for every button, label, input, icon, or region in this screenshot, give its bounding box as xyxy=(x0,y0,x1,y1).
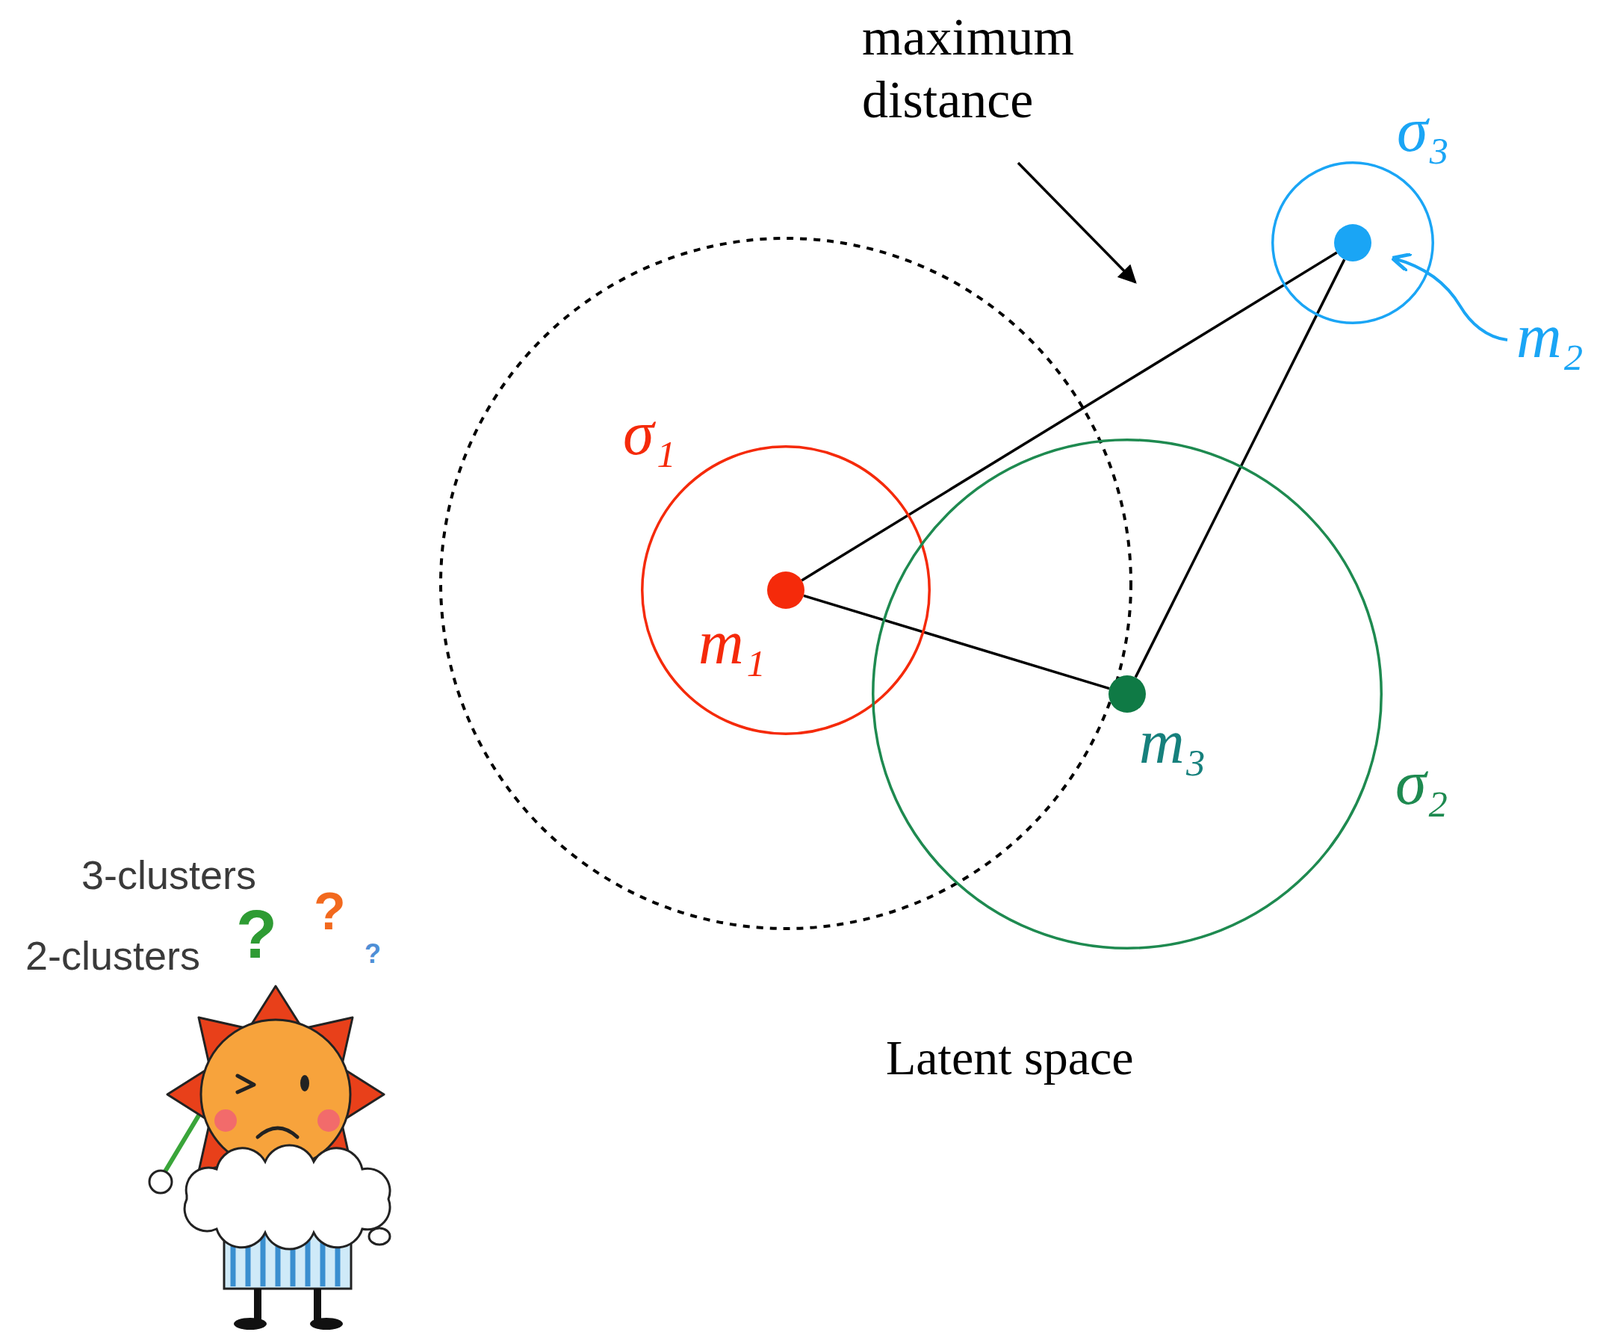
sun-face xyxy=(200,1019,351,1170)
callout-arrow xyxy=(1018,162,1136,283)
leg xyxy=(253,1288,262,1321)
math-label: σ₃ xyxy=(1396,94,1450,167)
variance-circle: σ₁m₁ xyxy=(640,445,931,736)
question-mark: ? xyxy=(364,938,381,969)
mean-dot: m₂ xyxy=(1334,224,1372,262)
winking-eye xyxy=(237,1075,254,1093)
cheek xyxy=(317,1109,340,1132)
distance-line xyxy=(801,252,1337,581)
mean-dot: m₁ xyxy=(767,571,805,609)
math-label: m₁ xyxy=(698,606,766,679)
foot xyxy=(309,1317,343,1330)
math-label: σ₁ xyxy=(622,397,677,470)
region-label: Latent space xyxy=(885,1029,1134,1087)
callout-label: maximum distance xyxy=(861,5,1120,132)
hand xyxy=(369,1228,390,1245)
mean-dot-outline xyxy=(767,571,805,609)
hand xyxy=(149,1170,172,1193)
mean-dot: m₃ xyxy=(1108,675,1146,713)
frown xyxy=(257,1127,298,1137)
question-mark: ? xyxy=(236,896,278,975)
math-label: σ₂ xyxy=(1395,746,1449,820)
variance-circle: σ₃m₂ xyxy=(1271,161,1435,325)
mean-dot-outline xyxy=(1334,224,1372,262)
distance-line xyxy=(1135,259,1345,677)
variance-circle: σ₂m₃ xyxy=(871,438,1383,950)
distance-line xyxy=(803,595,1110,688)
math-label: m₂ xyxy=(1516,300,1584,373)
foot xyxy=(233,1317,267,1330)
cloud-collar xyxy=(184,1145,390,1249)
cartoon-character xyxy=(149,985,390,1330)
eye xyxy=(300,1074,310,1092)
thought-label: 2-clusters xyxy=(25,932,201,979)
math-label: m₃ xyxy=(1139,705,1207,779)
dashed-boundary xyxy=(440,238,1131,929)
thought-label: 3-clusters xyxy=(81,851,257,898)
question-mark: ? xyxy=(313,881,346,942)
leg xyxy=(313,1288,322,1321)
cheek xyxy=(214,1109,237,1132)
